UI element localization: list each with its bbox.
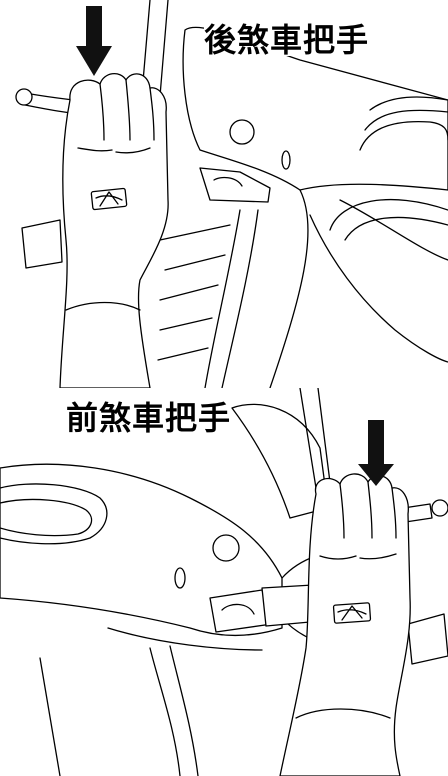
glove-hand xyxy=(59,73,169,388)
rear-brake-lever-label: 後煞車把手 xyxy=(204,21,370,59)
bolt-cap xyxy=(229,119,255,145)
down-arrow-icon xyxy=(76,6,112,76)
glove-hand xyxy=(279,473,411,776)
down-arrow-icon xyxy=(358,420,394,486)
front-brake-lever-label: 前煞車把手 xyxy=(66,399,232,437)
glove-logo-icon xyxy=(332,602,372,624)
glove-logo-icon xyxy=(90,187,128,211)
front-brake-illustration xyxy=(0,388,448,776)
rear-brake-illustration xyxy=(15,0,448,388)
bolt-cap xyxy=(212,534,240,562)
rear-brake-diagram: 後煞車把手 xyxy=(15,0,448,388)
front-brake-diagram: 前煞車把手 xyxy=(0,388,448,776)
